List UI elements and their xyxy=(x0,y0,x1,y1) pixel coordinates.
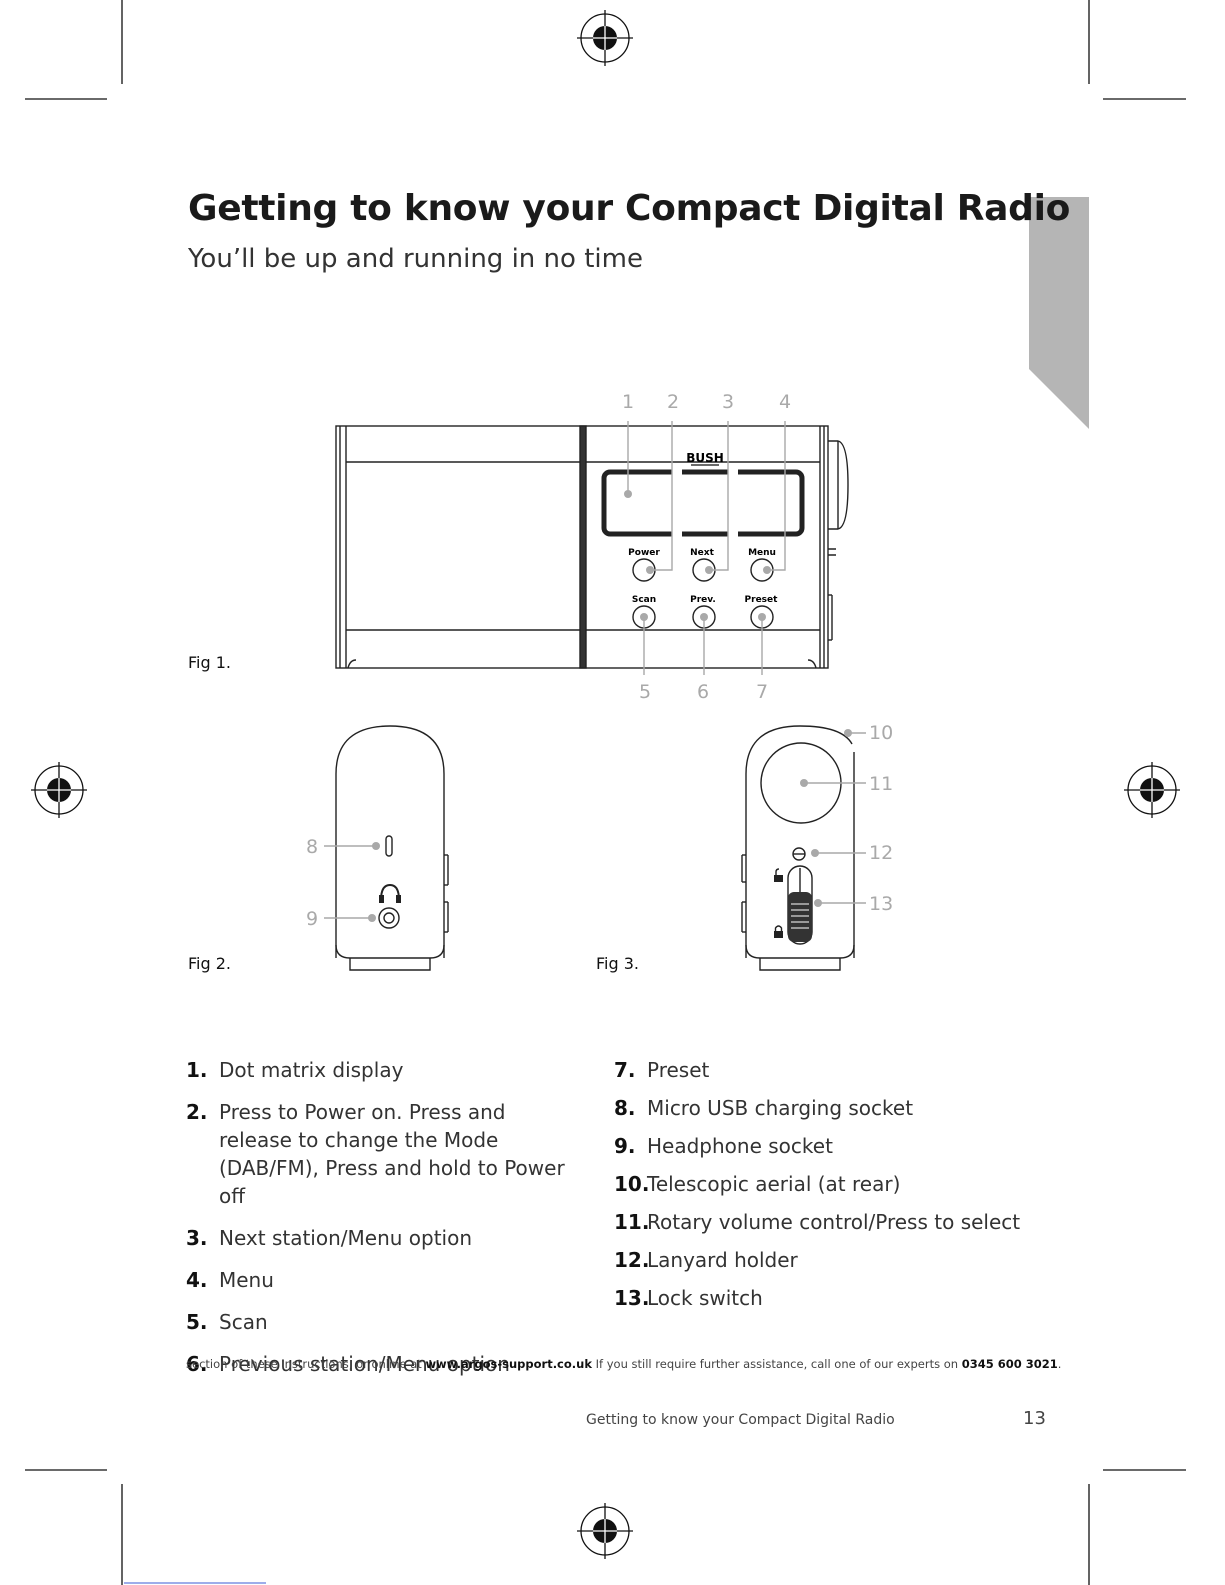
callout-4: 4 xyxy=(779,391,792,413)
callout-12: 12 xyxy=(869,842,894,864)
callout-1: 1 xyxy=(622,391,635,413)
fig3-radio-side xyxy=(741,725,866,971)
fig3-label: Fig 3. xyxy=(596,954,639,973)
lock-icon xyxy=(774,925,783,938)
registration-mark-bottom xyxy=(577,1503,633,1559)
list-item: 9.Headphone socket xyxy=(614,1134,833,1158)
list-item: 4.Menu xyxy=(186,1268,274,1292)
registration-mark-top xyxy=(577,10,633,66)
parts-list-left: 1.Dot matrix display 2.Press to Power on… xyxy=(186,1056,586,1392)
list-item: 11.Rotary volume control/Press to select xyxy=(614,1210,1021,1234)
callout-6: 6 xyxy=(697,681,710,703)
callout-2: 2 xyxy=(667,391,680,413)
list-item: 1.Dot matrix display xyxy=(186,1058,404,1082)
list-item: 12.Lanyard holder xyxy=(614,1248,798,1272)
callout-11: 11 xyxy=(869,773,894,795)
callout-13: 13 xyxy=(869,893,894,915)
fig1-radio-front: BUSH Power Next Menu Scan Prev. Preset xyxy=(335,421,849,675)
callout-10: 10 xyxy=(869,722,894,744)
list-item: 3.Next station/Menu option xyxy=(186,1226,473,1250)
lock-switch-slider xyxy=(788,892,812,942)
running-footer: Getting to know your Compact Digital Rad… xyxy=(586,1412,895,1428)
preset-button-label: Preset xyxy=(745,595,779,605)
list-item: 6.Previous station/Menu option xyxy=(186,1352,510,1376)
next-button-label: Next xyxy=(690,548,714,558)
prev-button-label: Prev. xyxy=(690,595,716,605)
callout-8: 8 xyxy=(306,836,319,858)
unlock-icon xyxy=(774,868,783,882)
registration-mark-right xyxy=(1124,762,1180,818)
callout-9: 9 xyxy=(306,908,319,930)
support-note: section of these instructions, or online… xyxy=(186,1357,1062,1371)
list-item: 5.Scan xyxy=(186,1310,268,1334)
brand-logo: BUSH xyxy=(686,451,724,465)
registration-mark-left xyxy=(31,762,87,818)
scan-button-label: Scan xyxy=(632,595,656,605)
list-item: 7.Preset xyxy=(614,1058,710,1082)
menu-button-label: Menu xyxy=(748,548,776,558)
support-phone: 0345 600 3021 xyxy=(961,1357,1058,1371)
fig2-radio-side xyxy=(324,725,449,971)
page-subtitle: You’ll be up and running in no time xyxy=(188,244,643,274)
support-url-link[interactable]: www.argos-support.co.uk xyxy=(425,1357,592,1371)
page-title: Getting to know your Compact Digital Rad… xyxy=(188,188,1071,229)
chapter-tab xyxy=(1029,197,1089,429)
callout-5: 5 xyxy=(639,681,652,703)
fig2-label: Fig 2. xyxy=(188,954,231,973)
callout-7: 7 xyxy=(756,681,769,703)
parts-list-right: 7.Preset 8.Micro USB charging socket 9.H… xyxy=(614,1056,1024,1322)
list-item: 2.Press to Power on. Press and release t… xyxy=(186,1100,565,1208)
power-button-label: Power xyxy=(628,548,660,558)
list-item: 13.Lock switch xyxy=(614,1286,763,1310)
fig1-label: Fig 1. xyxy=(188,653,231,672)
headphone-icon xyxy=(379,883,401,903)
list-item: 8.Micro USB charging socket xyxy=(614,1096,914,1120)
callout-3: 3 xyxy=(722,391,735,413)
page-number: 13 xyxy=(1023,1408,1046,1429)
list-item: 10.Telescopic aerial (at rear) xyxy=(614,1172,901,1196)
